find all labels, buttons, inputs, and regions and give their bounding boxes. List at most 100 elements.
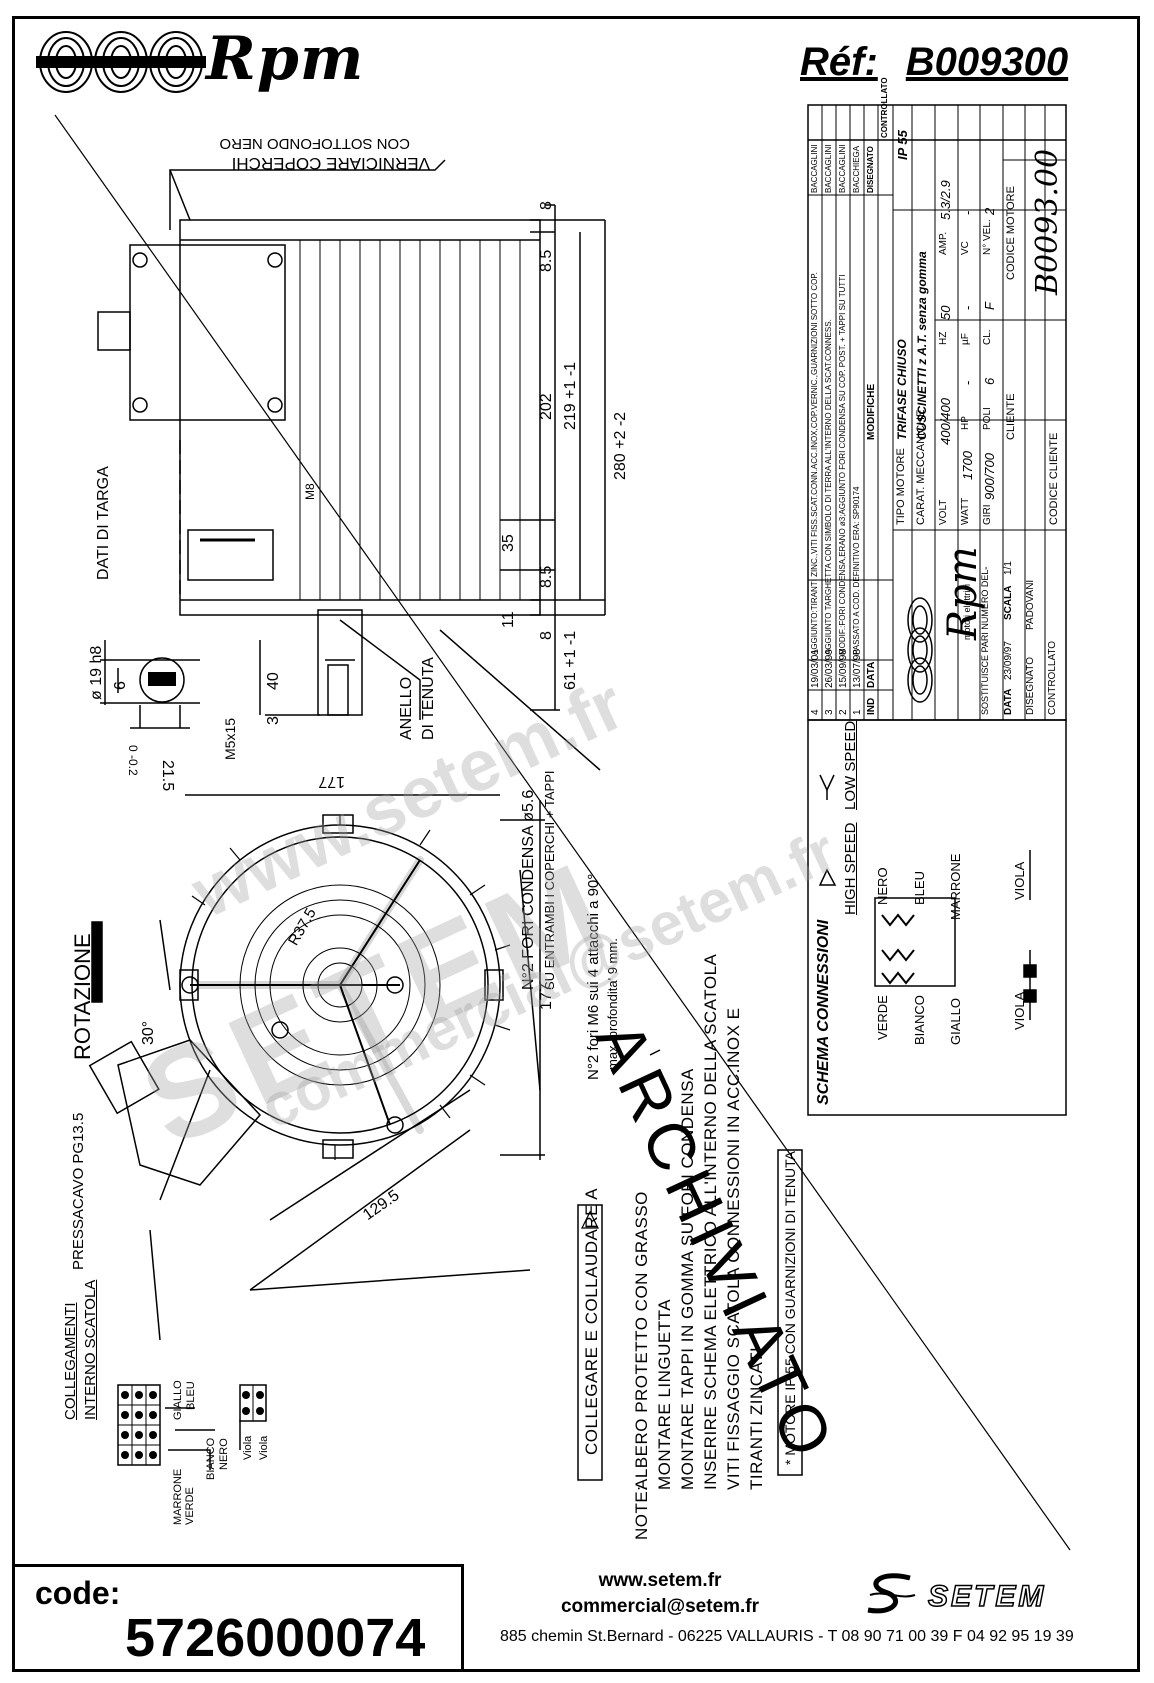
footer-website[interactable]: www.setem.fr bbox=[598, 1570, 722, 1591]
rev-4-by: BACCAGLINI bbox=[810, 144, 819, 193]
collegamenti-marrone: MARRONE bbox=[172, 1468, 184, 1525]
footer-email[interactable]: commercial@setem.fr bbox=[560, 1596, 760, 1617]
m5x15-label: M5x15 bbox=[222, 717, 238, 760]
dim-35: 35 bbox=[500, 534, 517, 552]
collegamenti-subtitle: INTERNO SCATOLA bbox=[82, 1279, 99, 1420]
collegamenti-bianco: BIANCO bbox=[205, 1437, 217, 1480]
dati-targa-label: DATI DI TARGA bbox=[95, 466, 112, 580]
rev-2-n: 2 bbox=[838, 709, 849, 715]
collegare-note: COLLEGARE E COLLAUDARE A bbox=[582, 1187, 601, 1455]
wire-bleu: BLEU bbox=[912, 871, 927, 905]
dim-21-5: 21.5 bbox=[159, 760, 176, 792]
drawing-sheet bbox=[12, 16, 1140, 1672]
rev-header-disegnato: DISEGNATO bbox=[866, 146, 875, 193]
dim-8-5-bottom: 8.5 bbox=[538, 565, 555, 588]
nvel-value: 2 bbox=[982, 207, 997, 215]
hz-value: 50 bbox=[938, 305, 953, 320]
scala-label: SCALA bbox=[1003, 585, 1014, 620]
codice-motore-label: CODICE MOTORE bbox=[1005, 186, 1017, 280]
wire-giallo: GIALLO bbox=[948, 998, 963, 1045]
uf-label: µF bbox=[960, 333, 971, 345]
dim-8-top: 8 bbox=[538, 201, 555, 210]
disegnato-label: DISEGNATO bbox=[1025, 657, 1036, 715]
rev-4-n: 4 bbox=[810, 709, 821, 715]
verniciare-label: VERNICIARE COPERCHI bbox=[231, 154, 430, 173]
dim-6: 6 bbox=[112, 681, 129, 690]
low-speed-label: LOW SPEED bbox=[842, 720, 859, 810]
poli-label: POLI bbox=[982, 407, 993, 430]
note-title: NOTE: bbox=[632, 1485, 651, 1540]
setem-company-name: SETEM bbox=[927, 1579, 1047, 1614]
rev-header-ind: IND bbox=[866, 697, 877, 715]
rotazione-label: ROTAZIONE bbox=[70, 933, 95, 1060]
wire-viola-2: VIOLA bbox=[1012, 861, 1027, 900]
dim-8-5-top: 8.5 bbox=[538, 249, 555, 272]
rev-3-n: 3 bbox=[824, 709, 835, 715]
collegamenti-giallo: GIALLO bbox=[172, 1380, 184, 1420]
rev-header-controllato: CONTROLLATO bbox=[880, 77, 889, 138]
ref-value: B009300 bbox=[905, 40, 1069, 84]
rpm-logo-icon bbox=[36, 31, 206, 93]
watt-label: WATT bbox=[960, 497, 971, 525]
carat-value: CUSCINETTI z A.T. senza gomma bbox=[915, 251, 929, 440]
m8-label: M8 bbox=[303, 483, 317, 500]
brand-name: Rpm bbox=[206, 24, 365, 94]
hz-label: HZ bbox=[938, 331, 949, 345]
giri-value: 900/700 bbox=[982, 453, 997, 500]
hp-value: - bbox=[960, 380, 975, 385]
rev-1-n: 1 bbox=[852, 709, 863, 715]
tipo-motore-value: TRIFASE CHIUSO bbox=[895, 339, 909, 440]
uf-value: - bbox=[960, 305, 975, 310]
setem-logo-icon bbox=[867, 1573, 916, 1614]
code-box: code: 5726000074 bbox=[12, 1564, 464, 1672]
rev-2-by: BACCAGLINI bbox=[838, 144, 847, 193]
dim-280: 280 +2 -2 bbox=[612, 411, 629, 480]
dim-21-tol: 0 -0.2 bbox=[126, 745, 140, 776]
collegamenti-viola-2: Viola bbox=[258, 1435, 270, 1460]
dim-219: 219 +1 -1 bbox=[562, 361, 579, 430]
wire-bianco: BIANCO bbox=[912, 995, 927, 1045]
collegamenti-viola-1: Viola bbox=[242, 1435, 254, 1460]
note-line-1: ALBERO PROTETTO CON GRASSO bbox=[632, 1191, 651, 1490]
amp-value: 5.3/2.9 bbox=[938, 180, 953, 220]
nvel-label: N° VEL. bbox=[982, 219, 993, 255]
rev-1-desc: PASSATO A COD. DEFINITIVO ERA: SP90174 bbox=[852, 486, 861, 655]
pressacavo-label: PRESSACAVO PG13.5 bbox=[70, 1112, 87, 1270]
reference-number: Réf:B009300 bbox=[800, 40, 1068, 85]
high-speed-label: HIGH SPEED bbox=[842, 822, 859, 915]
collegamenti-title: COLLEGAMENTI bbox=[62, 1302, 79, 1420]
footer-address: 885 chemin St.Bernard - 06225 VALLAURIS … bbox=[500, 1628, 1074, 1645]
wire-verde: VERDE bbox=[875, 995, 890, 1040]
dim-19: ø 19 h8 bbox=[88, 645, 105, 700]
collegamenti-nero: NERO bbox=[218, 1438, 230, 1470]
dim-3: 3 bbox=[265, 716, 282, 725]
anello-tenuta-label: DI TENUTA bbox=[420, 657, 437, 740]
collegamenti-bleu: BLEU bbox=[185, 1381, 197, 1410]
tipo-motore-label: TIPO MOTORE bbox=[895, 448, 907, 525]
watt-value: 1700 bbox=[960, 451, 975, 480]
wire-viola-1: VIOLA bbox=[1012, 991, 1027, 1030]
data-label: DATA bbox=[1003, 688, 1014, 715]
data-value: 23/09/97 bbox=[1003, 641, 1014, 680]
ip-value: IP 55 bbox=[895, 130, 910, 160]
cliente-label: CLIENTE bbox=[1005, 393, 1017, 440]
schema-title: SCHEMA CONNESSIONI bbox=[815, 919, 832, 1105]
code-value: 5726000074 bbox=[125, 1608, 426, 1668]
scala-value: 1/1 bbox=[1003, 561, 1014, 575]
codice-cliente-label: CODICE CLIENTE bbox=[1048, 432, 1060, 525]
disegnato-value: PADOVANI bbox=[1025, 579, 1036, 630]
hp-label: HP bbox=[960, 416, 971, 430]
rev-header-data: DATA bbox=[866, 661, 877, 688]
sottofondo-label: CON SOTTOFONDO NERO bbox=[219, 135, 410, 152]
tb-logo-sub: motori elettrici bbox=[962, 583, 972, 640]
volt-value: 400/400 bbox=[938, 398, 953, 445]
rev-3-by: BACCAGLINI bbox=[824, 144, 833, 193]
cl-value: F bbox=[982, 302, 997, 310]
rev-1-by: BACCHIEGA bbox=[852, 145, 861, 193]
vc-label: VC bbox=[960, 241, 971, 255]
code-label: code: bbox=[35, 1575, 121, 1611]
giri-label: GIRI bbox=[982, 504, 993, 525]
volt-label: VOLT bbox=[938, 499, 949, 525]
rev-4-desc: AGGIUNTO:TIRANTI ZINC.,VITI FISS.SCAT.CO… bbox=[810, 272, 819, 655]
